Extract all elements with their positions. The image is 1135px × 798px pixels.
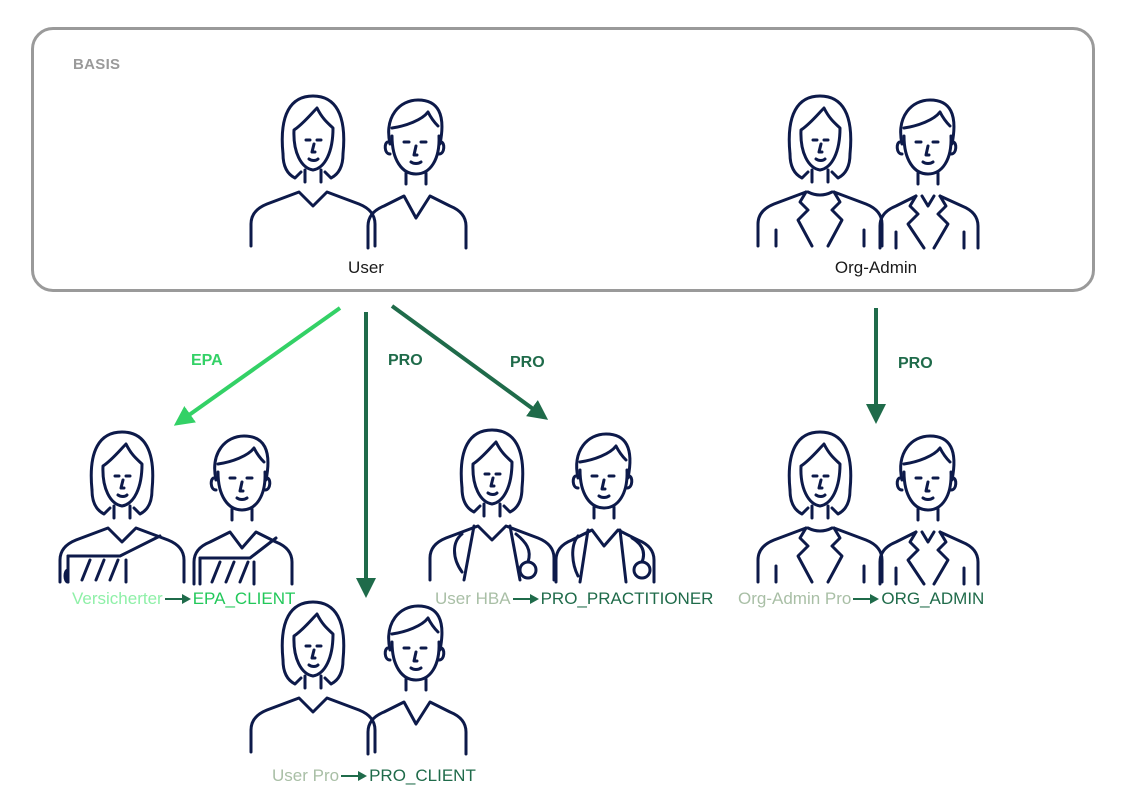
versicherter-name: Versicherter (72, 589, 163, 608)
user-pro-role-line: User Pro PRO_CLIENT (272, 766, 476, 786)
basis-container (31, 27, 1095, 292)
org-admin-pro-group-icons (756, 430, 980, 586)
woman-person-icon (249, 600, 377, 754)
man-person-icon (366, 604, 468, 756)
woman-doctor-icon (428, 428, 556, 582)
user-hba-group-icons (428, 428, 656, 584)
user-label: User (348, 258, 384, 277)
user-pro-group-icons (249, 600, 468, 756)
man-blazer-icon (878, 434, 980, 586)
user-pro-name: User Pro (272, 766, 340, 785)
woman-arm-sling-icon (58, 430, 186, 584)
edge-label-pro-org-admin: PRO (898, 355, 933, 372)
edge-label-epa: EPA (191, 352, 223, 369)
maps-to-arrow-icon (164, 593, 191, 605)
man-arm-sling-icon (192, 434, 294, 586)
maps-to-arrow-icon (512, 593, 539, 605)
edge-label-pro-user-hba: PRO (510, 354, 545, 371)
versicherter-role-line: Versicherter EPA_CLIENT (72, 589, 295, 609)
edge-label-pro-user-pro: PRO (388, 352, 423, 369)
maps-to-arrow-icon (341, 770, 368, 782)
basis-label: BASIS (73, 56, 121, 73)
user-hba-name: User HBA (435, 589, 511, 608)
org-admin-pro-role: ORG_ADMIN (881, 589, 985, 608)
user-hba-role: PRO_PRACTITIONER (540, 589, 714, 608)
org-admin-pro-role-line: Org-Admin Pro ORG_ADMIN (738, 589, 984, 609)
woman-blazer-icon (756, 430, 884, 584)
user-pro-role: PRO_CLIENT (369, 766, 476, 785)
maps-to-arrow-icon (853, 593, 880, 605)
arrow-user-to-user-hba (390, 304, 549, 420)
org-admin-pro-name: Org-Admin Pro (738, 589, 852, 608)
versicherter-group-icons (58, 430, 294, 586)
man-doctor-icon (554, 432, 656, 584)
arrow-user-to-versicherter (173, 306, 342, 426)
versicherter-role: EPA_CLIENT (192, 589, 296, 608)
org-admin-label: Org-Admin (834, 258, 918, 277)
user-hba-role-line: User HBA PRO_PRACTITIONER (435, 589, 713, 609)
